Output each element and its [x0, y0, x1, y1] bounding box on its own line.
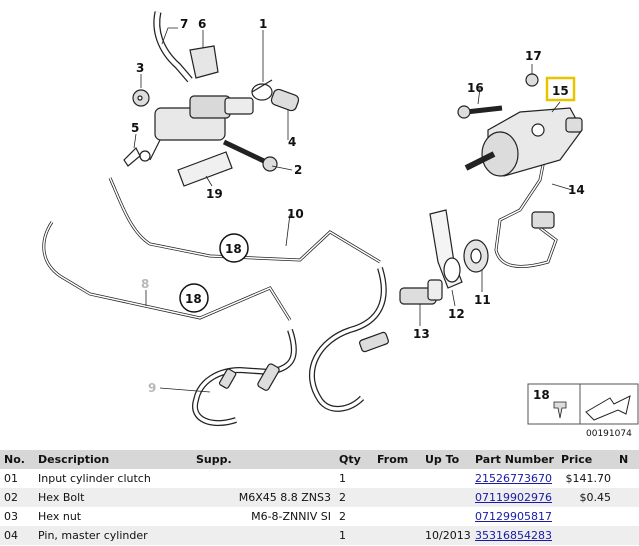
cap-part	[189, 45, 219, 79]
circled-callout	[219, 233, 249, 263]
hose-part	[192, 329, 297, 427]
header-part-number: Part Number	[471, 450, 557, 469]
row-description: Hex Bolt	[34, 488, 192, 507]
circled-callout-label: 18	[185, 292, 202, 306]
row-description: Hex nut	[38, 510, 82, 523]
header-qty: Qty	[335, 450, 373, 469]
table-row: 04 Pin, master cylinder 1 10/2013 353168…	[0, 526, 639, 545]
row-supp: M6-8-ZNNIV SI	[251, 510, 331, 523]
header-from: From	[373, 450, 421, 469]
circled-callout	[179, 283, 209, 313]
bolt-part	[222, 139, 268, 165]
parts-diagram: 7 6 1 3 5 4 2 19 10 8 9 11 12 13 14 16 1…	[42, 11, 639, 439]
row-qty: 1	[339, 472, 346, 485]
callout-label: 16	[467, 81, 484, 95]
callout-label: 2	[294, 163, 302, 177]
callout-label: 7	[180, 17, 188, 31]
row-price	[557, 507, 615, 526]
row-up-to	[421, 488, 471, 507]
row-up-to	[421, 507, 471, 526]
slave-cylinder-part	[464, 107, 583, 177]
header-no: No.	[0, 450, 34, 469]
row-part-number: 21526773670	[471, 469, 557, 488]
callout-label: 1	[259, 17, 267, 31]
row-supp	[192, 526, 335, 545]
row-from	[373, 507, 421, 526]
pipe-part	[42, 221, 292, 321]
callout-label: 12	[448, 307, 465, 321]
callout-label: 6	[198, 17, 206, 31]
row-price: $141.70	[565, 472, 612, 485]
row-from	[373, 488, 421, 507]
legend-box: 18	[527, 383, 639, 425]
row-part-number: 07119902976	[471, 488, 557, 507]
part-number-link[interactable]: 21526773670	[475, 472, 552, 485]
clip-part	[123, 146, 141, 167]
clip-icon	[553, 401, 567, 419]
parts-table: No. Description Supp. Qty From Up To Par…	[0, 450, 639, 545]
table-row: 01 Input cylinder clutch 1 21526773670 $…	[0, 469, 639, 488]
row-no: 01	[4, 472, 18, 485]
sleeve-part	[270, 88, 300, 112]
callout-label: 11	[474, 293, 491, 307]
row-no: 02	[0, 488, 34, 507]
highlight-box	[545, 76, 576, 102]
header-price: Price	[557, 450, 615, 469]
header-up-to: Up To	[421, 450, 471, 469]
part-number-link[interactable]: 35316854283	[475, 529, 552, 542]
row-no: 04	[0, 526, 34, 545]
part-number-link[interactable]: 07119902976	[475, 491, 552, 504]
row-no: 03	[4, 510, 18, 523]
callout-label: 4	[288, 135, 296, 149]
row-qty: 1	[335, 526, 373, 545]
highlighted-callout-label: 15	[552, 84, 569, 98]
row-up-to	[421, 469, 471, 488]
row-part-number: 07129905817	[471, 507, 557, 526]
row-description: Pin, master cylinder	[34, 526, 192, 545]
callout-label: 13	[413, 327, 430, 341]
row-supp	[192, 469, 335, 488]
row-from	[373, 526, 421, 545]
header-supp: Supp.	[192, 450, 335, 469]
circled-callout-label: 18	[225, 242, 242, 256]
row-price: $0.45	[557, 488, 615, 507]
table-header-row: No. Description Supp. Qty From Up To Par…	[0, 450, 639, 469]
table-row: 03 Hex nut M6-8-ZNNIV SI 2 07129905817	[0, 507, 639, 526]
table-row: 02 Hex Bolt M6X45 8.8 ZNS3 2 07119902976…	[0, 488, 639, 507]
callout-label: 3	[136, 61, 144, 75]
row-qty: 2	[335, 488, 373, 507]
callout-label: 10	[287, 207, 304, 221]
nut-part	[525, 73, 539, 87]
row-supp: M6X45 8.8 ZNS3	[192, 488, 335, 507]
callout-label: 14	[568, 183, 585, 197]
row-up-to: 10/2013	[421, 526, 471, 545]
legend-callout-label: 18	[533, 388, 550, 402]
row-part-number: 35316854283	[471, 526, 557, 545]
nut-part	[137, 95, 143, 101]
part-number-link[interactable]: 07129905817	[475, 510, 552, 523]
row-description: Input cylinder clutch	[38, 472, 151, 485]
diagram-reference-number: 00191074	[586, 429, 632, 439]
row-price	[557, 526, 615, 545]
bolt-part	[465, 105, 503, 115]
bracket-part	[177, 151, 233, 187]
connector-part	[399, 279, 443, 305]
callout-label: 9	[148, 381, 156, 395]
row-from	[373, 469, 421, 488]
arrow-icon	[585, 395, 631, 421]
master-cylinder-part	[132, 79, 273, 161]
header-description: Description	[34, 450, 192, 469]
callout-label: 17	[525, 49, 542, 63]
row-qty: 2	[339, 510, 346, 523]
callout-label: 8	[141, 277, 149, 291]
callout-label: 19	[206, 187, 223, 201]
callout-label: 5	[131, 121, 139, 135]
header-extra: N	[615, 450, 639, 469]
